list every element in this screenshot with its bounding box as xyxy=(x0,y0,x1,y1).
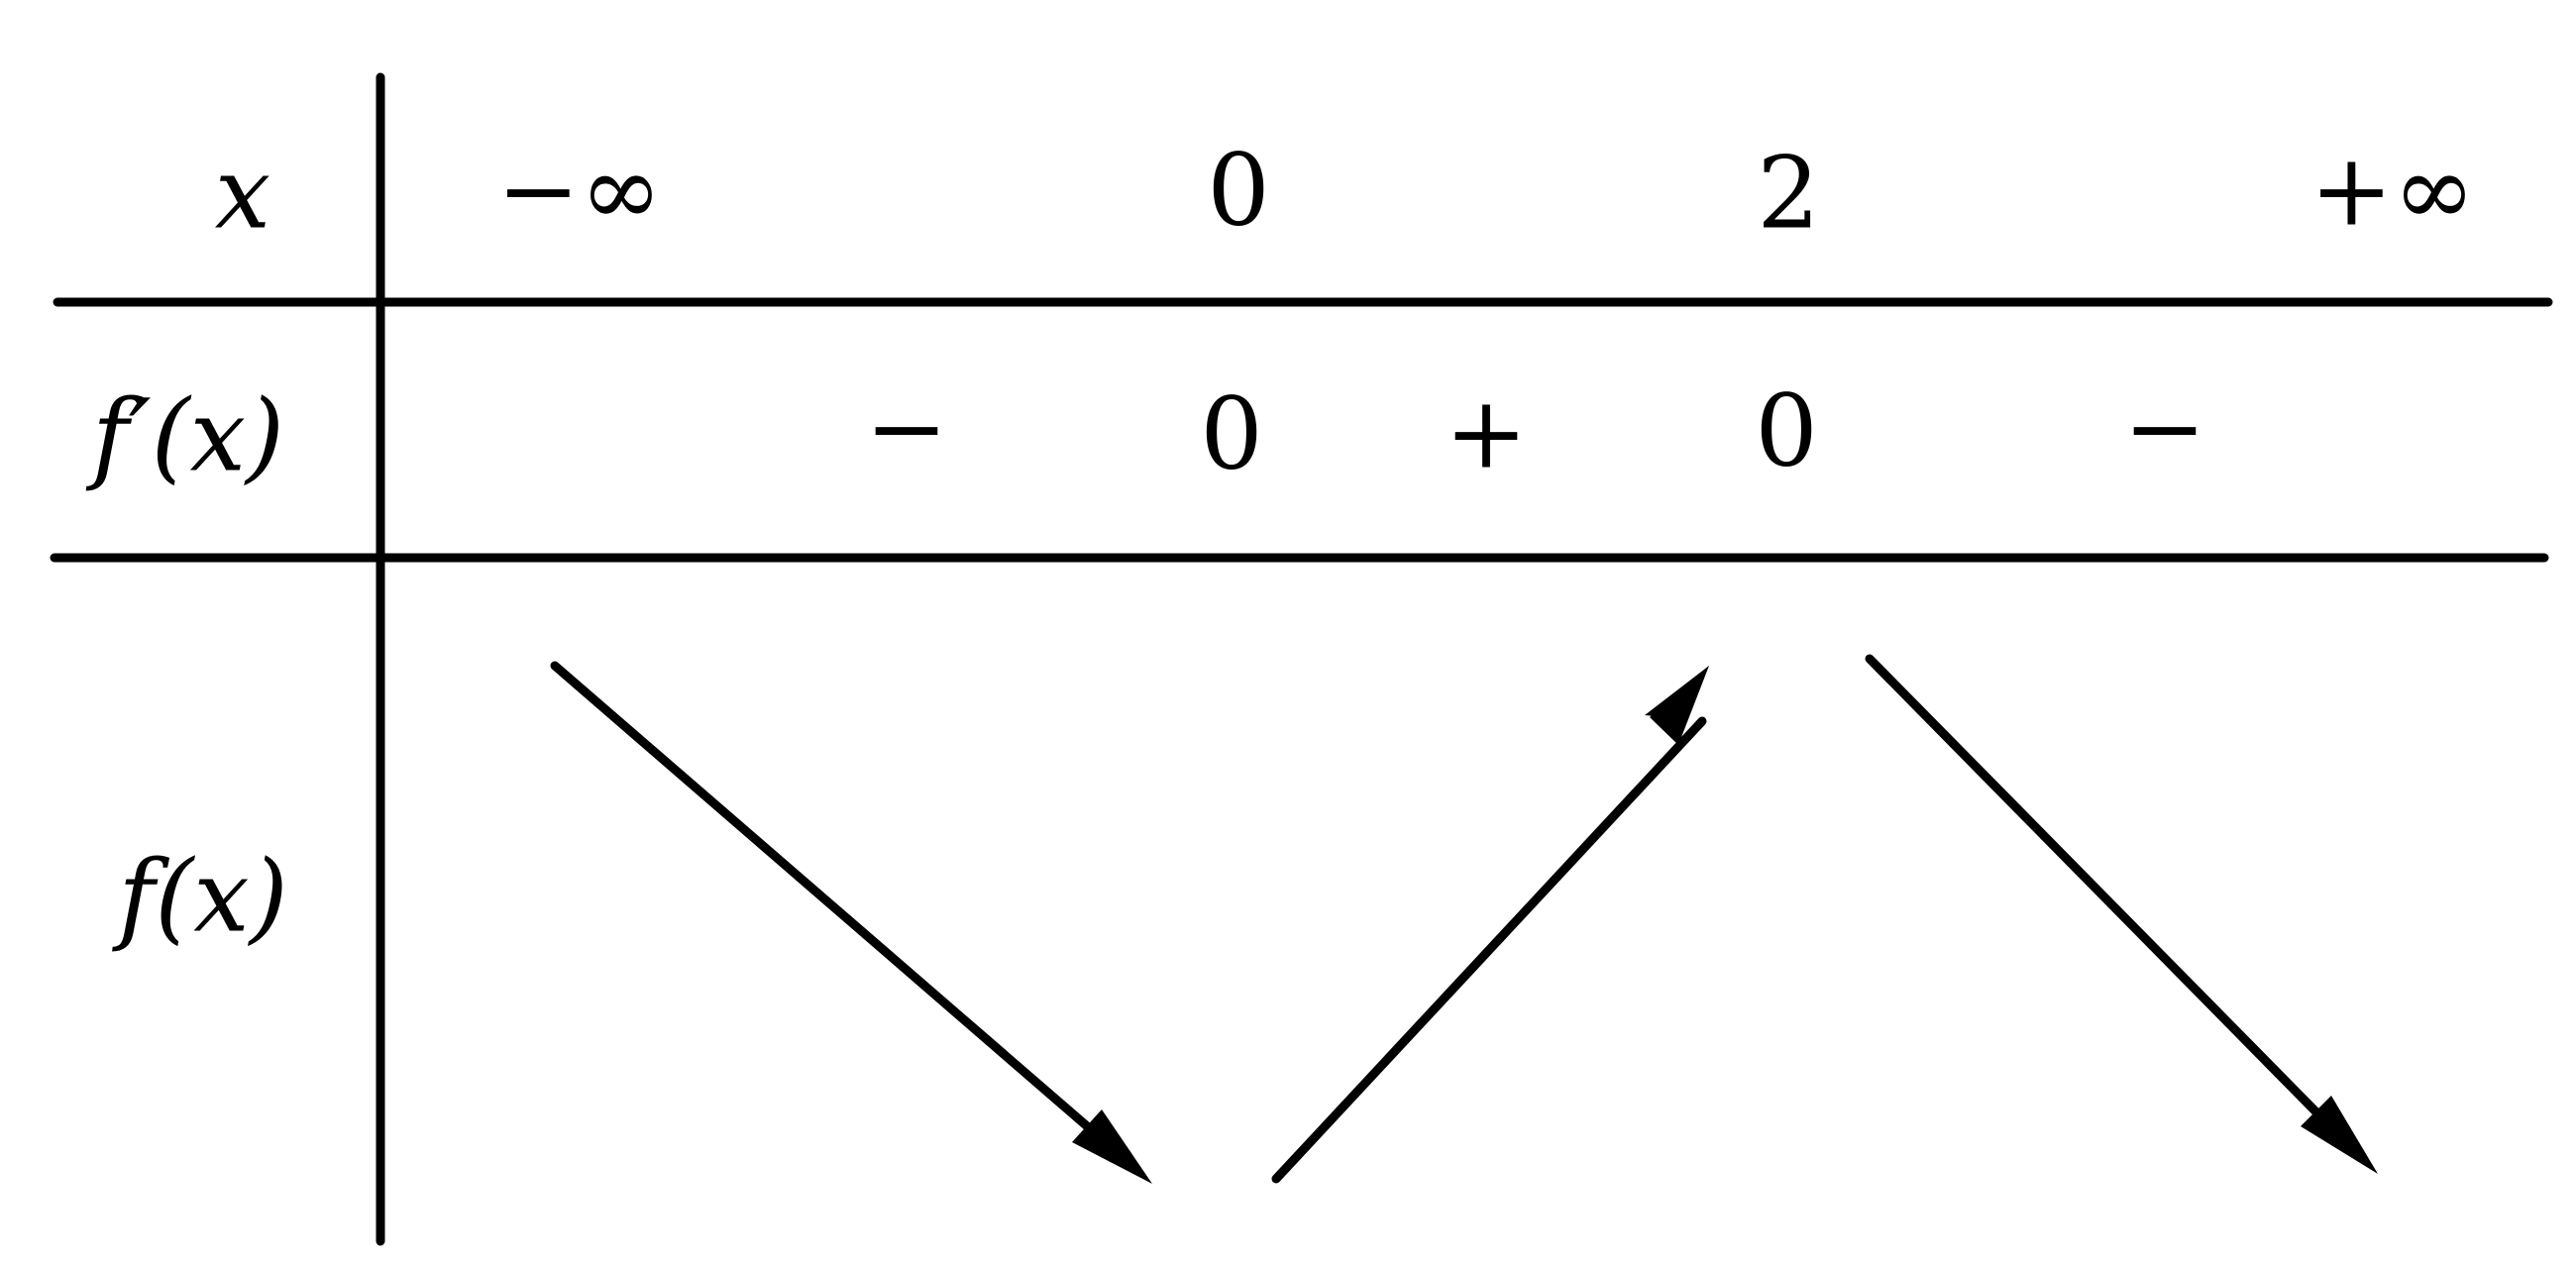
x-value-0: 0 xyxy=(1207,133,1270,249)
sign-positive: + xyxy=(1445,375,1528,491)
row-label-derivative: f′(x) xyxy=(85,378,284,494)
row-label-x: x xyxy=(215,136,270,252)
sign-negative-2: − xyxy=(2123,370,2206,486)
x-value-neg-infinity: −∞ xyxy=(496,133,662,249)
arrow-increasing xyxy=(1271,666,1709,1184)
sign-negative-1: − xyxy=(865,370,948,486)
row-label-function: f(x) xyxy=(111,839,287,955)
sign-zero-1: 0 xyxy=(1200,376,1263,492)
arrow-decreasing-1 xyxy=(550,661,1152,1184)
x-value-pos-infinity: +∞ xyxy=(2309,133,2475,249)
x-value-2: 2 xyxy=(1757,136,1820,252)
arrow-decreasing-2 xyxy=(1865,654,2378,1174)
sign-zero-2: 0 xyxy=(1755,373,1818,489)
